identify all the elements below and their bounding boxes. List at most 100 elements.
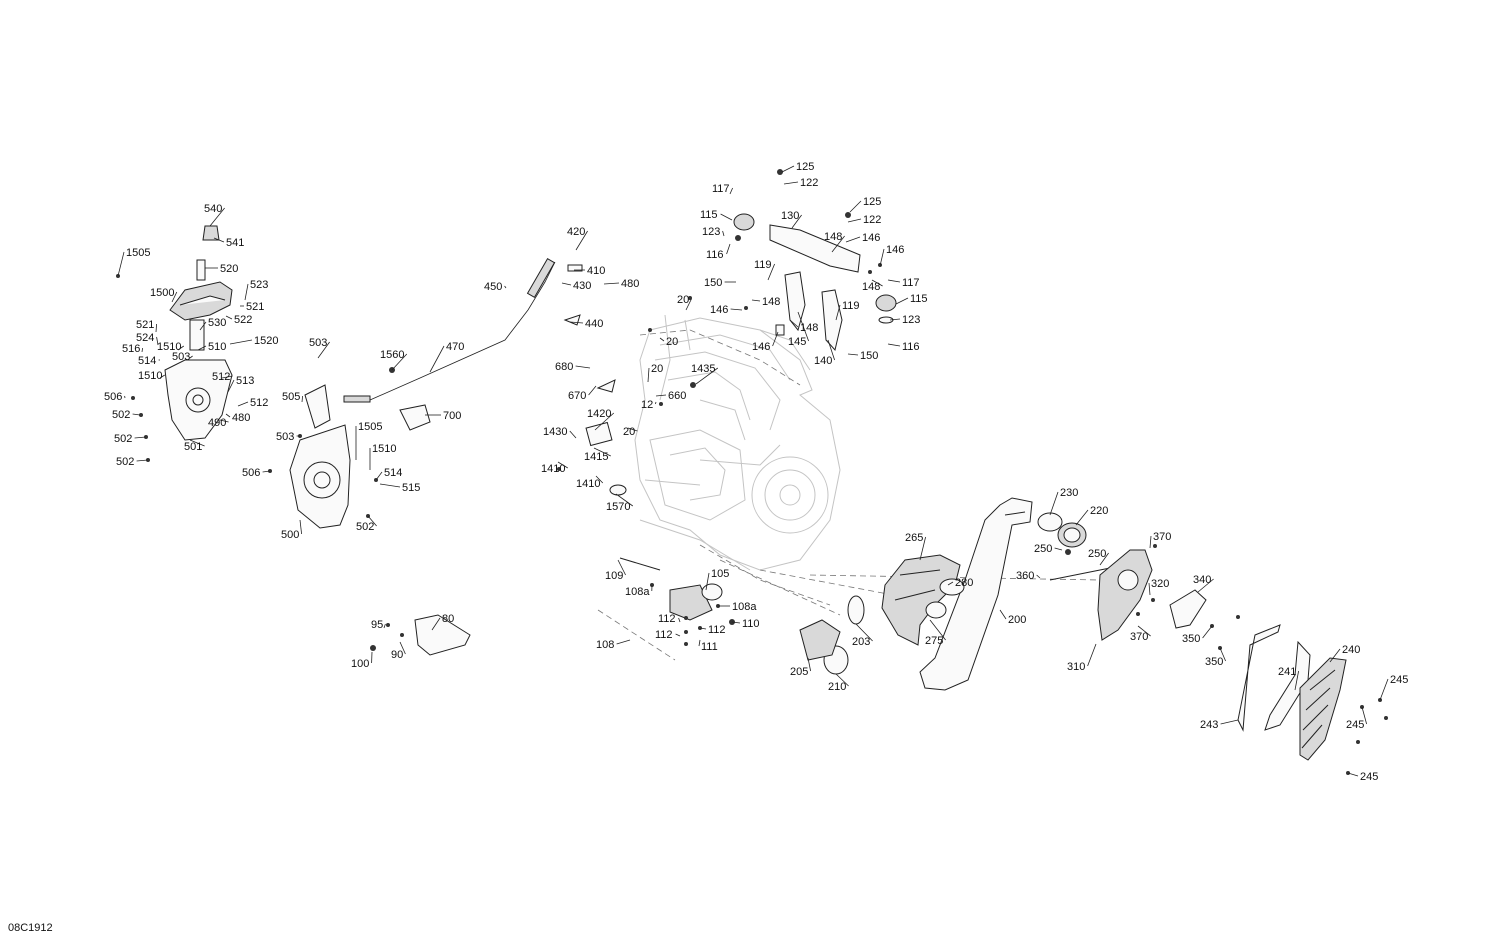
callout-leader-90 [399, 641, 406, 655]
callout-502: 502 [356, 521, 374, 533]
callout-leader-220 [1075, 509, 1089, 526]
shift-cable-group [343, 257, 583, 431]
callout-leader-523 [244, 283, 249, 301]
callout-leader-112 [675, 633, 681, 637]
callout-leader-125 [849, 200, 862, 213]
callout-leader-200 [999, 609, 1007, 620]
callout-leader-230 [1049, 491, 1059, 516]
callout-leader-116 [726, 243, 731, 255]
callout-leader-lines [117, 165, 1389, 777]
callout-leader-130 [791, 214, 802, 229]
callout-146: 146 [752, 341, 770, 353]
callout-514: 514 [384, 467, 402, 479]
callout-leader-112 [678, 617, 681, 623]
callout-12: 12 [641, 399, 653, 411]
callout-370: 370 [1130, 631, 1148, 643]
callout-125: 125 [863, 196, 881, 208]
callout-123: 123 [702, 226, 720, 238]
callout-340: 340 [1193, 574, 1211, 586]
callout-230: 230 [1060, 487, 1078, 499]
callout-265: 265 [905, 532, 923, 544]
callout-leader-122 [783, 181, 799, 185]
drawing-code: 08C1912 [8, 922, 53, 934]
callout-leader-205 [807, 657, 811, 672]
callout-leader-360 [1036, 574, 1041, 579]
callout-108a: 108a [732, 601, 757, 613]
callout-leader-530 [199, 321, 207, 331]
callout-480: 480 [621, 278, 639, 290]
callout-115: 115 [910, 293, 928, 305]
callout-leader-502 [367, 515, 377, 527]
callout-119: 119 [842, 300, 860, 312]
callout-117: 117 [712, 183, 730, 195]
intake-duct-group [799, 497, 1111, 691]
callout-210: 210 [828, 681, 846, 693]
callout-320: 320 [1151, 578, 1169, 590]
callout-leader-280 [947, 581, 954, 586]
callout-241: 241 [1278, 666, 1296, 678]
callout-109: 109 [605, 570, 623, 582]
callout-leader-515 [379, 483, 401, 488]
callout-leader-502 [134, 436, 147, 439]
callout-220: 220 [1090, 505, 1108, 517]
callout-541: 541 [226, 237, 244, 249]
callout-506: 506 [104, 391, 122, 403]
callout-leader-119 [835, 304, 841, 321]
callout-502: 502 [112, 409, 130, 421]
callout-530: 530 [208, 317, 226, 329]
callout-leader-503 [317, 341, 330, 359]
callout-205: 205 [790, 666, 808, 678]
callout-leader-510 [197, 345, 207, 351]
callout-430: 430 [573, 280, 591, 292]
callout-leader-20 [659, 337, 665, 342]
callout-leader-117 [887, 279, 901, 283]
callout-leader-470 [429, 345, 445, 373]
callout-115: 115 [700, 209, 718, 221]
callout-leader-502 [132, 413, 141, 416]
callout-leader-275 [929, 619, 946, 641]
callout-leader-245 [1361, 706, 1367, 725]
callout-leader-116 [887, 343, 901, 347]
callout-leader-80 [431, 617, 441, 631]
callout-148: 148 [862, 281, 880, 293]
callout-521: 521 [246, 301, 264, 313]
callout-105: 105 [711, 568, 729, 580]
callout-leader-112 [699, 627, 707, 630]
callout-148: 148 [762, 296, 780, 308]
callout-leader-110 [731, 621, 741, 624]
callout-310: 310 [1067, 661, 1085, 673]
callout-leader-203 [855, 623, 873, 642]
callout-116: 116 [706, 249, 724, 261]
callout-leader-150 [847, 353, 859, 356]
callout-leader-20 [627, 427, 638, 432]
callout-leader-148 [871, 279, 883, 287]
callout-90: 90 [391, 649, 403, 661]
callout-leader-146 [845, 236, 861, 243]
callout-leader-108 [616, 639, 631, 645]
callout-leader-512 [237, 401, 249, 407]
callout-leader-1520 [229, 339, 253, 345]
callout-leader-480 [603, 282, 620, 285]
callout-112: 112 [658, 613, 676, 625]
callout-leader-540 [209, 207, 225, 227]
callout-1510: 1510 [372, 443, 396, 455]
callout-100: 100 [351, 658, 369, 670]
callout-20: 20 [677, 294, 689, 306]
callout-503: 503 [172, 351, 190, 363]
callout-450: 450 [484, 281, 502, 293]
callout-500: 500 [281, 529, 299, 541]
callout-503: 503 [309, 337, 327, 349]
callout-680: 680 [555, 361, 573, 373]
callout-250: 250 [1088, 548, 1106, 560]
callout-20: 20 [651, 363, 663, 375]
callout-leader-660 [655, 394, 667, 397]
callout-leader-450 [504, 285, 507, 289]
callout-leader-503 [189, 355, 193, 359]
callout-1505: 1505 [126, 247, 150, 259]
callout-420: 420 [567, 226, 585, 238]
callout-512: 512 [250, 397, 268, 409]
callout-leader-148 [751, 299, 761, 302]
callout-leader-430 [561, 282, 572, 286]
callout-480: 480 [232, 412, 250, 424]
